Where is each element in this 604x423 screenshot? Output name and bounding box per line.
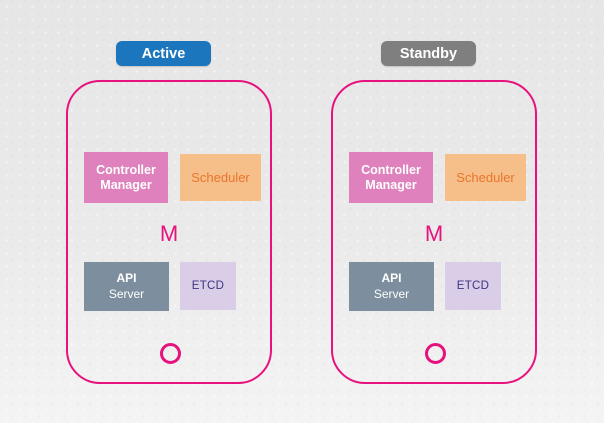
api-server-label-line2: Server (108, 286, 145, 301)
master-node-outline-standby: Controller Manager Scheduler M API Serve… (331, 80, 537, 384)
etcd-label: ETCD (456, 280, 490, 292)
master-label: M (159, 221, 179, 246)
api-server-label-line1: API (116, 270, 137, 285)
controller-manager-label-line1: Controller (361, 162, 421, 177)
controller-manager-box: Controller Manager (349, 152, 433, 203)
api-server-label-line1: API (381, 270, 402, 285)
etcd-label: ETCD (191, 280, 225, 292)
etcd-box: ETCD (180, 262, 236, 310)
controller-manager-box: Controller Manager (84, 152, 168, 203)
scheduler-label: Scheduler (191, 170, 250, 185)
etcd-box: ETCD (445, 262, 501, 310)
api-server-box: API Server (84, 262, 169, 311)
master-node-active: Active Controller Manager Scheduler M AP… (66, 41, 272, 384)
master-label: M (424, 221, 444, 246)
master-node-outline-active: Controller Manager Scheduler M API Serve… (66, 80, 272, 384)
controller-manager-label-line1: Controller (96, 162, 156, 177)
api-server-label-line2: Server (373, 286, 410, 301)
scheduler-box: Scheduler (180, 154, 261, 201)
master-node-standby: Standby Controller Manager Scheduler M A… (331, 41, 537, 384)
circle-icon (425, 343, 446, 364)
scheduler-label: Scheduler (456, 170, 515, 185)
api-server-box: API Server (349, 262, 434, 311)
standby-status-badge: Standby (381, 41, 476, 66)
scheduler-box: Scheduler (445, 154, 526, 201)
controller-manager-label-line2: Manager (100, 177, 152, 192)
controller-manager-label-line2: Manager (365, 177, 417, 192)
active-status-badge: Active (116, 41, 211, 66)
circle-icon (160, 343, 181, 364)
